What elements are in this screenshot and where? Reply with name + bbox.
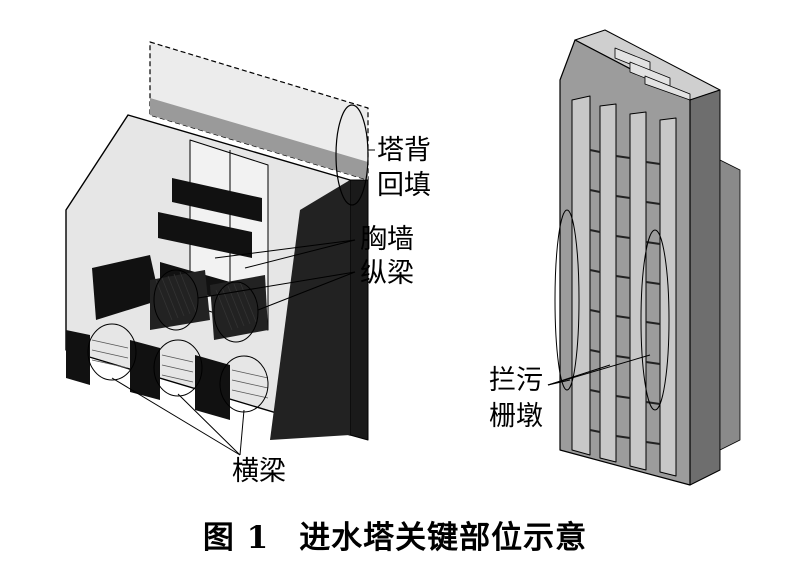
figure-caption: 图 1 进水塔关键部位示意 bbox=[0, 512, 790, 557]
tower-right-side-face bbox=[270, 180, 350, 440]
pier-3 bbox=[195, 355, 230, 420]
pier-2 bbox=[130, 340, 160, 400]
beam-ellipse-2 bbox=[213, 281, 259, 343]
label-breast-wall: 胸墙 bbox=[360, 224, 414, 255]
top-grates bbox=[614, 47, 691, 101]
left-tower-model bbox=[65, 41, 375, 456]
pier-hatch bbox=[91, 339, 269, 399]
leader-lines-left bbox=[111, 149, 375, 456]
label-longitudinal-beam: 纵梁 bbox=[360, 258, 414, 289]
beam-ellipse-1 bbox=[153, 269, 199, 331]
back-fill-strip bbox=[150, 98, 368, 180]
opening-mid bbox=[150, 270, 210, 330]
breast-wall-slab-2 bbox=[158, 212, 252, 258]
cross-beam-ellipse-1 bbox=[87, 323, 137, 381]
tall-tower-side-block bbox=[719, 159, 741, 451]
tower-right-side bbox=[349, 179, 369, 441]
label-cross-beam: 横梁 bbox=[232, 456, 286, 487]
hatched-grids bbox=[155, 271, 257, 331]
cross-beam-ellipse-2 bbox=[153, 339, 203, 397]
tall-tower-right-face bbox=[689, 89, 721, 486]
leader-lines-right bbox=[547, 354, 651, 386]
pier-ellipse-2 bbox=[640, 229, 670, 411]
caption-number: 图 1 bbox=[202, 520, 270, 556]
right-tower-model bbox=[547, 29, 741, 486]
back-fill-ellipse bbox=[335, 104, 369, 206]
label-back-fill-line-2: 回填 bbox=[377, 170, 431, 201]
caption-title: 进水塔关键部位示意 bbox=[299, 520, 588, 556]
pier-ellipse-1 bbox=[554, 209, 580, 391]
label-back-fill-line-1: 塔背 bbox=[377, 135, 431, 166]
label-trash-rack-pier-line-2: 栅墩 bbox=[489, 401, 543, 432]
pier-1 bbox=[66, 330, 90, 385]
label-trash-rack-pier-line-1: 拦污 bbox=[489, 365, 543, 396]
trash-rack-piers bbox=[571, 95, 677, 477]
rack-rungs bbox=[589, 149, 661, 445]
opening-left bbox=[92, 255, 160, 320]
breast-wall-slab-1 bbox=[172, 178, 262, 222]
opening-right bbox=[210, 275, 268, 340]
